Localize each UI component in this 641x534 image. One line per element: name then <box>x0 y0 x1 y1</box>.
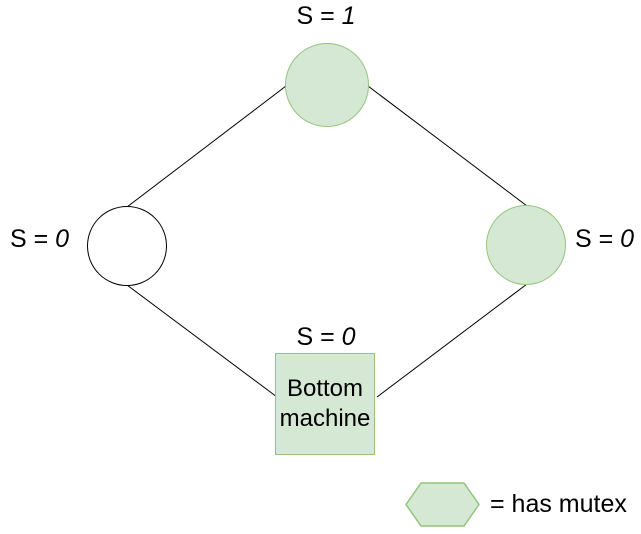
state-label-left: S = 0 <box>10 224 69 254</box>
state-label-bottom-prefix: S = <box>296 323 342 351</box>
state-label-left-prefix: S = <box>10 225 56 253</box>
edge-top-to-right <box>367 85 528 207</box>
node-top-machine[interactable] <box>285 43 369 127</box>
state-label-right-value: 0 <box>620 225 635 253</box>
node-left-machine[interactable] <box>87 206 167 286</box>
state-label-top-prefix: S = <box>296 2 342 30</box>
edge-left-to-bottom <box>126 284 278 398</box>
state-label-left-value: 0 <box>55 225 70 253</box>
mutex-hexagon-icon <box>405 481 480 527</box>
edge-top-to-left <box>126 85 287 208</box>
state-label-top-value: 1 <box>341 2 356 30</box>
state-label-right-prefix: S = <box>575 225 621 253</box>
node-bottom-machine[interactable]: Bottom machine <box>275 353 375 455</box>
bottom-machine-label: Bottom machine <box>279 375 371 432</box>
legend-label: = has mutex <box>490 490 627 518</box>
state-label-top: S = 1 <box>296 1 355 31</box>
edge-right-to-bottom <box>376 283 528 398</box>
legend: = has mutex <box>405 481 627 527</box>
node-right-machine[interactable] <box>486 205 566 285</box>
state-label-bottom: S = 0 <box>296 322 355 352</box>
state-label-right: S = 0 <box>575 224 634 254</box>
state-label-bottom-value: 0 <box>341 323 356 351</box>
